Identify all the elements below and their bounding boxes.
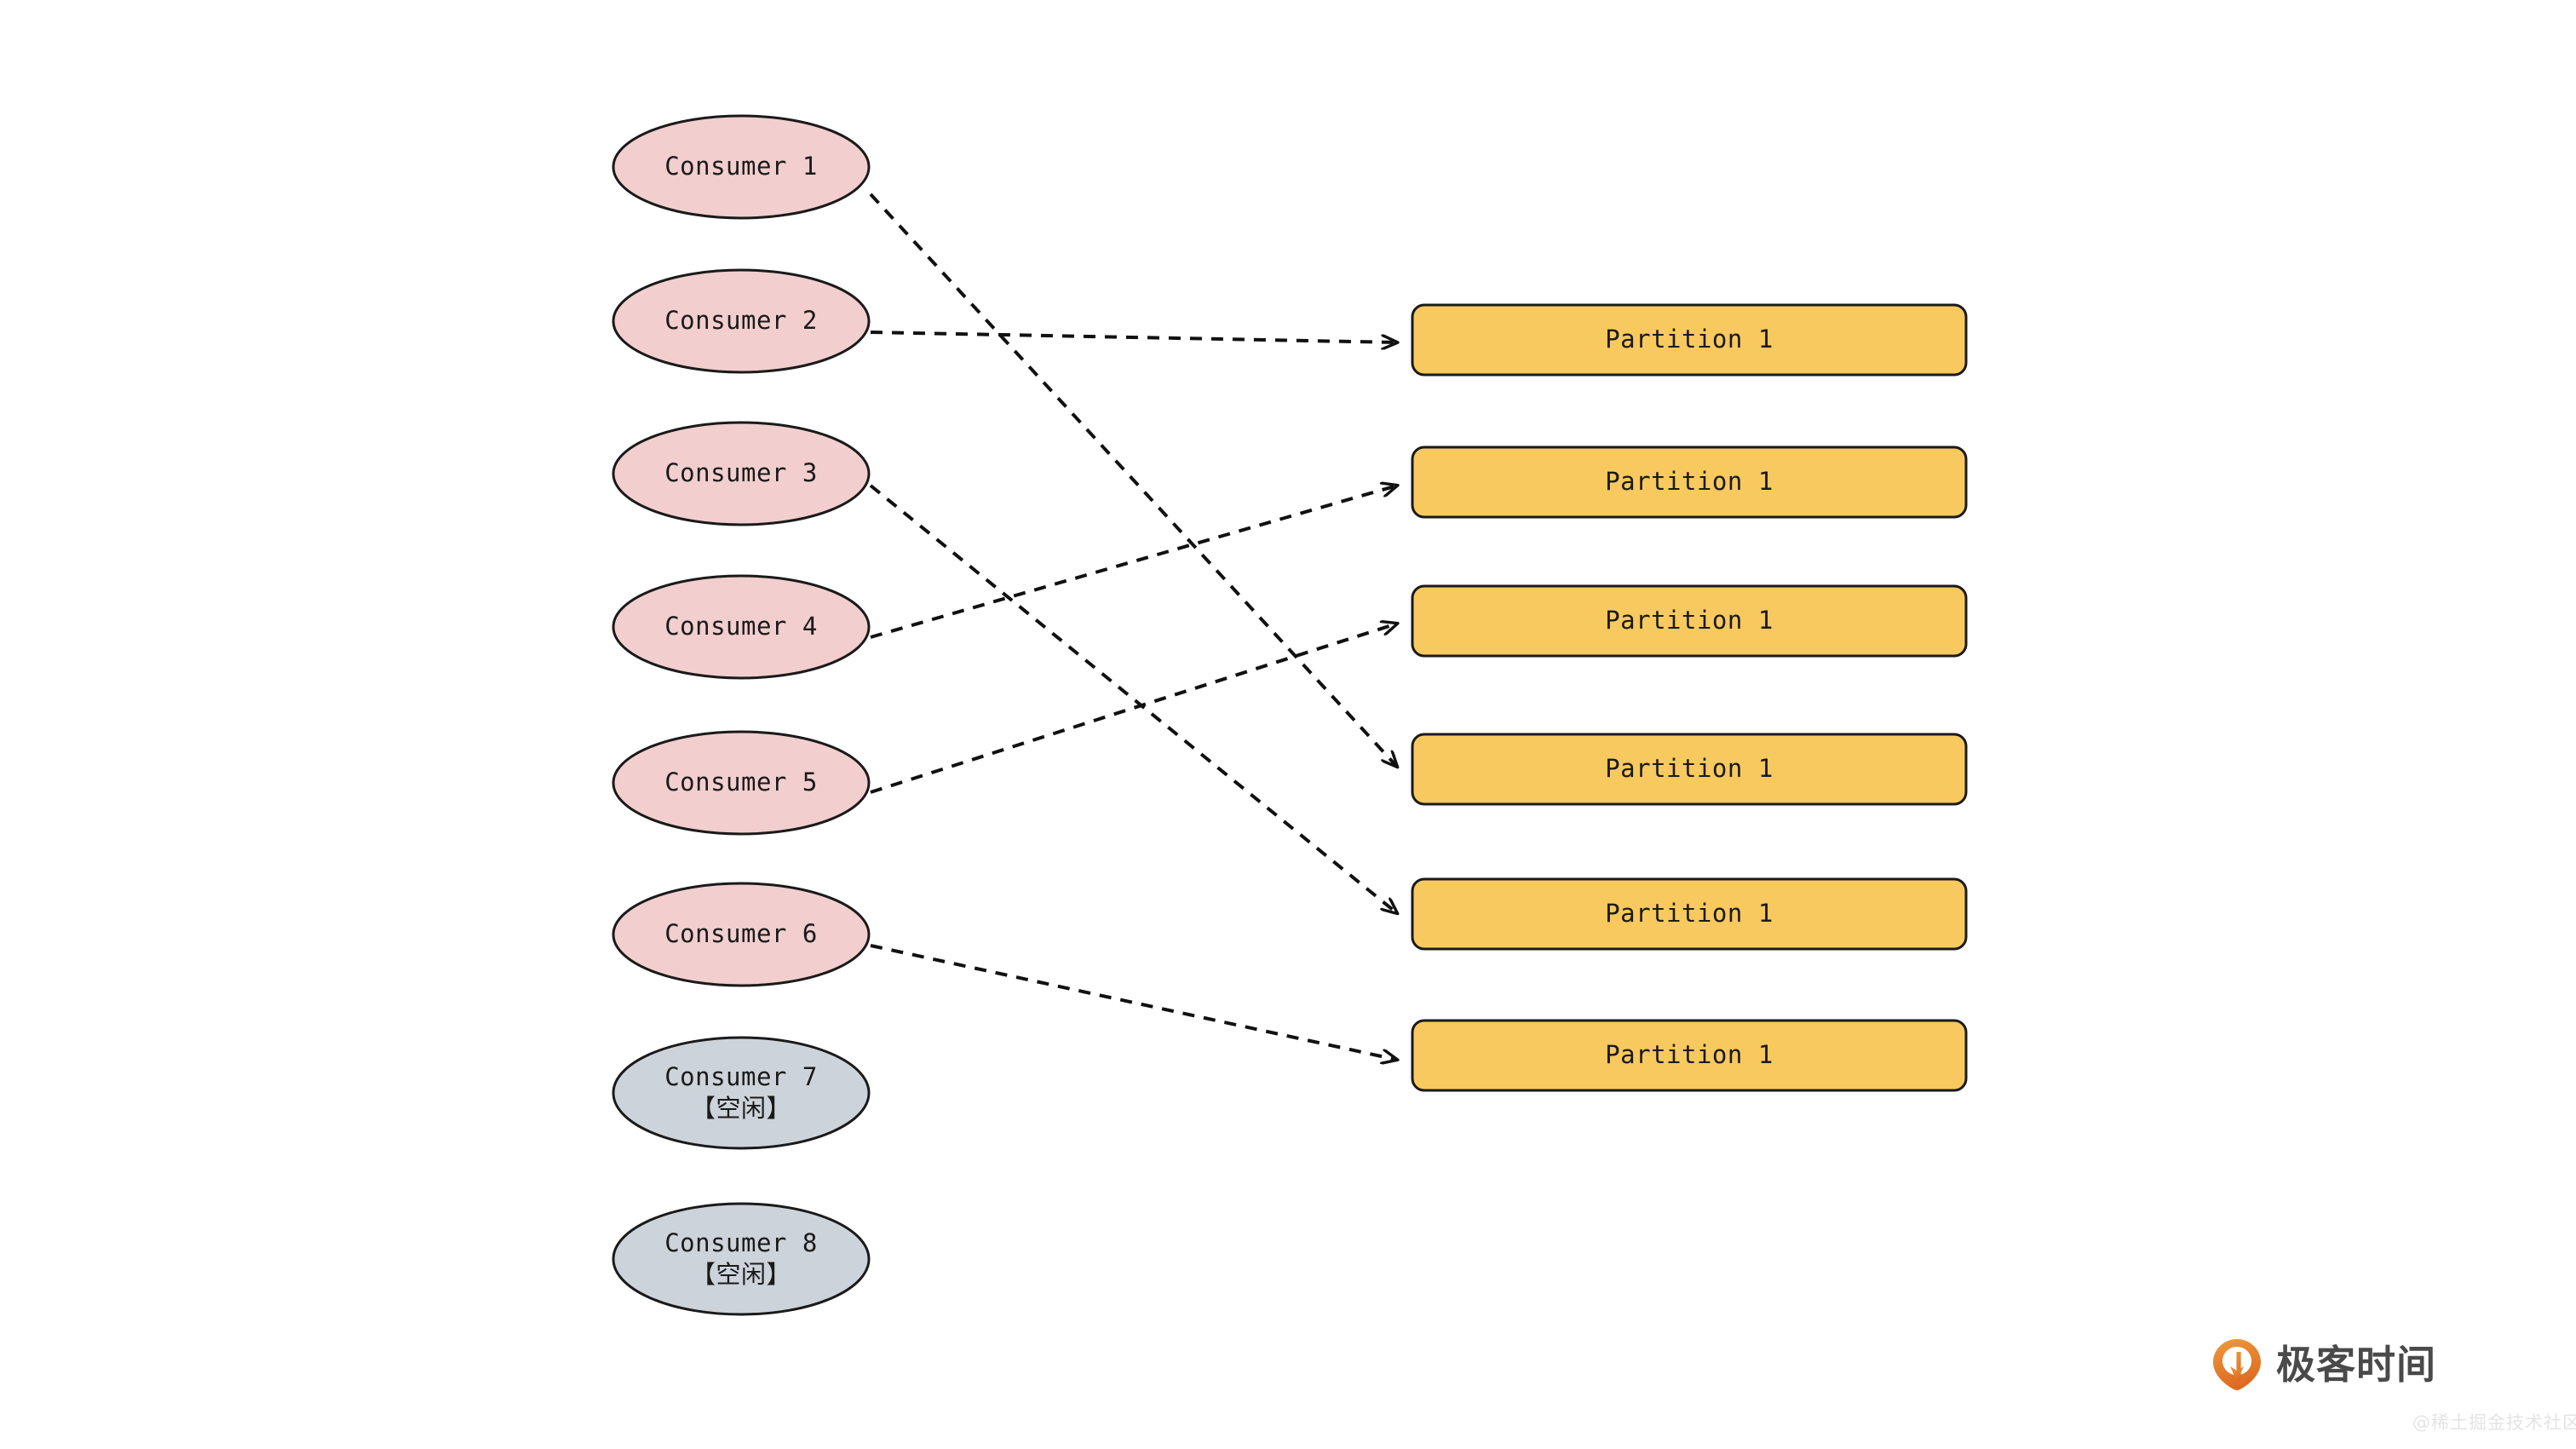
consumer-node-c8[interactable] [612, 1202, 871, 1316]
edge-c2-to-p1 [870, 331, 1397, 342]
edges-layer [869, 193, 1397, 1060]
partition-node-p1[interactable] [1411, 303, 1968, 377]
consumer-node-c7[interactable] [612, 1036, 871, 1150]
nodes-layer [612, 114, 1968, 1316]
edge-c6-to-p6 [870, 944, 1397, 1060]
partition-node-p3[interactable] [1411, 584, 1968, 658]
consumer-node-c2[interactable] [612, 268, 871, 374]
consumer-node-c6[interactable] [612, 882, 871, 987]
geektime-pin-icon [2211, 1337, 2263, 1392]
partition-node-p6[interactable] [1411, 1019, 1968, 1092]
edge-c5-to-p3 [870, 624, 1397, 794]
consumer-node-c5[interactable] [612, 730, 871, 836]
partition-node-p5[interactable] [1411, 877, 1968, 951]
brand-name: 极客时间 [2276, 1342, 2436, 1388]
consumer-node-c4[interactable] [612, 574, 871, 680]
watermark-text: @稀土掘金技术社区 [2412, 1412, 2576, 1433]
edge-c4-to-p2 [870, 486, 1397, 639]
consumer-node-c3[interactable] [612, 421, 871, 526]
partition-node-p4[interactable] [1411, 733, 1968, 806]
consumer-node-c1[interactable] [612, 114, 871, 220]
edge-c1-to-p4 [869, 193, 1397, 767]
edge-c3-to-p5 [869, 484, 1397, 913]
partition-node-p2[interactable] [1411, 446, 1968, 519]
brand-logo: 极客时间 [2211, 1337, 2436, 1392]
